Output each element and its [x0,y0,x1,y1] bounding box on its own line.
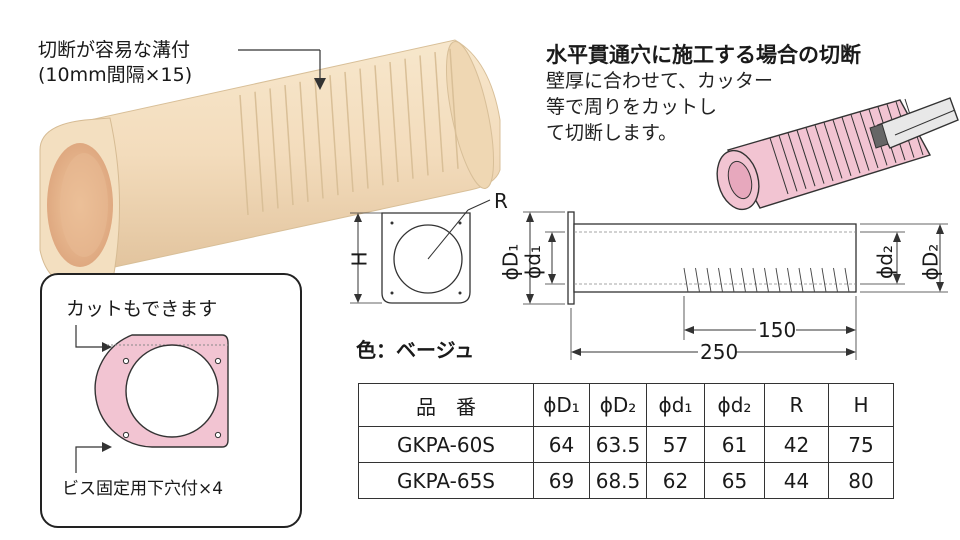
dim-150-label: 150 [758,318,797,342]
dim-r-label: R [494,189,508,213]
dim-d2-outer-label: ϕD₂ [918,243,943,281]
table-header-cell: R [764,383,829,427]
screw-hole-icon [122,431,130,439]
groove-label: 切断が容易な溝付 (10mm間隔×15) [38,38,192,88]
table-cell: 63.5 [589,426,647,463]
table-header-cell: ϕd₂ [704,383,765,427]
color-label: 色：ベージュ [356,338,475,362]
table-cell: 42 [764,426,829,463]
table-cell: 75 [828,426,894,463]
table-header-row: 品 番 ϕD₁ ϕD₂ ϕd₁ ϕd₂ R H [358,383,894,427]
dim-d1-inner-label: ϕd₁ [520,245,545,279]
table-cell: GKPA-60S [358,426,534,463]
cutter-illustration [716,97,959,211]
dim-h-label: H [347,251,372,267]
cut-label: カットもできます [66,298,218,320]
table-row: GKPA-65S 69 68.5 62 65 44 80 [358,462,894,499]
flange-front-view [75,325,229,473]
spec-table: 品 番 ϕD₁ ϕD₂ ϕd₁ ϕd₂ R H GKPA-60S 64 63.5… [358,383,894,499]
screw-hole-icon [214,357,222,365]
groove-label-line2: (10mm間隔×15) [38,64,193,86]
table-cell: 69 [533,462,590,499]
table-cell: 80 [828,462,894,499]
side-view-pipe [573,223,857,293]
side-view-flange [567,211,575,305]
table-cell: 65 [704,462,765,499]
table-row: GKPA-60S 64 63.5 57 61 42 75 [358,426,894,463]
table-header-cell: ϕD₁ [533,383,590,427]
table-header-cell: ϕD₂ [589,383,647,427]
front-view-outline [381,212,471,304]
horizontal-cut-title: 水平貫通穴に施工する場合の切断 [546,43,861,67]
horizontal-cut-line1: 壁厚に合わせて、カッター [546,70,774,92]
table-cell: 44 [764,462,829,499]
table-header-cell: 品 番 [358,383,534,427]
cut-inset: カットもできます ビス固定用下穴付×4 [40,273,302,528]
table-header-cell: H [828,383,894,427]
dim-d2-inner-label: ϕd₂ [872,245,897,279]
table-cell: 68.5 [589,462,647,499]
flange-hole [125,344,219,438]
table-cell: 62 [646,462,705,499]
table-cell: GKPA-65S [358,462,534,499]
screw-hole-label: ビス固定用下穴付×4 [62,479,224,499]
dim-d1-outer-label: ϕD₁ [498,243,523,281]
groove-label-line1: 切断が容易な溝付 [38,39,191,61]
table-cell: 64 [533,426,590,463]
table-header-cell: ϕd₁ [646,383,705,427]
table-cell: 57 [646,426,705,463]
horizontal-cut-line3: て切断します。 [546,122,678,144]
horizontal-cut-description: 壁厚に合わせて、カッター 等で周りをカットし て切断します。 [546,68,773,146]
pipe-body [89,39,501,269]
product-photo [39,39,501,291]
screw-hole-icon [122,357,130,365]
dim-250-label: 250 [700,340,739,364]
table-cell: 61 [704,426,765,463]
horizontal-cut-line2: 等で周りをカットし [546,96,718,118]
screw-hole-icon [214,431,222,439]
technical-drawing [350,199,948,360]
